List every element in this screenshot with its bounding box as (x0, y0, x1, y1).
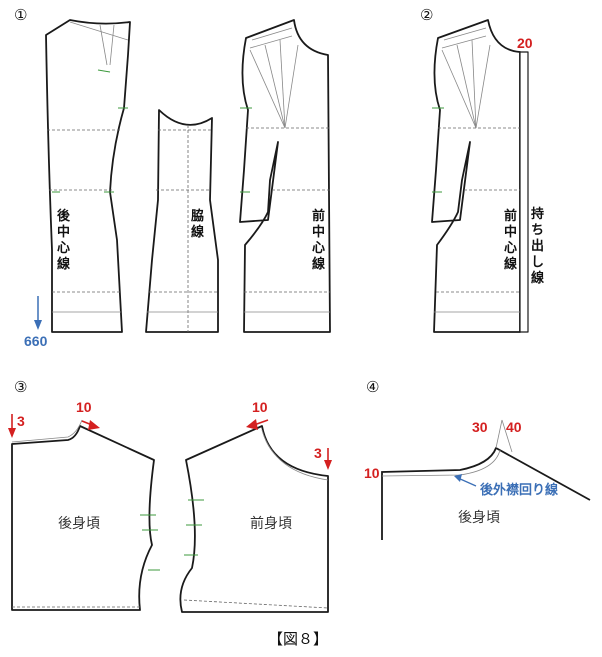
label-front-center-1-c1: 前 (312, 208, 325, 224)
panel-3-marker: ③ (14, 378, 27, 396)
label-back-center-1-c3: 心 (57, 241, 70, 256)
measure-660: 660 (24, 333, 48, 349)
label-side-1-c1: 脇 (191, 208, 204, 224)
label-extension-2: 持ち出し線 (531, 206, 545, 286)
label-side-1-c2: 線 (191, 224, 205, 240)
label-front-center-1-c2: 中 (312, 224, 325, 240)
collar-line-pointer (457, 477, 477, 487)
label-front-center-1-c3: 心 (312, 241, 325, 256)
label-front-body-3: 前身頃 (250, 515, 292, 532)
arrowhead-back-neck (88, 420, 100, 430)
measure-front-neck: 10 (252, 399, 268, 415)
label-front-center-1: 前中心線 (312, 208, 326, 272)
label-back-body-3: 後身頃 (58, 516, 100, 532)
measure-back-drop: 3 (17, 413, 25, 429)
arrowhead-front-neck (246, 419, 258, 430)
collar-line-pointer-head (454, 474, 462, 482)
label-back-center-1-c1: 後 (57, 208, 71, 224)
label-extension-2-c1: 持 (531, 206, 544, 222)
measure-back-neck: 10 (76, 399, 92, 415)
label-front-center-2-c2: 中 (504, 224, 517, 240)
side-piece: 脇線 (145, 109, 219, 333)
back-piece-1: 後中心線 (45, 19, 131, 333)
figure-caption: 【図８】 (268, 630, 328, 648)
measure-20: 20 (517, 35, 533, 51)
label-extension-2-c5: 線 (531, 270, 545, 286)
front-piece-2: 前中心線 持ち出し線 (431, 19, 545, 333)
label-back-center-1-c2: 中 (57, 224, 70, 240)
label-back-center-1-c4: 線 (57, 256, 71, 272)
front-piece-1: 前中心線 (239, 19, 331, 333)
arrowhead-front-drop (324, 460, 332, 470)
label-front-center-2-c3: 心 (504, 241, 517, 256)
label-collar-line: 後外襟回り線 (480, 482, 559, 498)
label-side-1: 脇線 (191, 208, 205, 240)
arrowhead-back-drop (8, 428, 16, 438)
measure-front-drop: 3 (314, 445, 322, 461)
panel-2-marker: ② (420, 6, 433, 24)
label-front-center-2-c4: 線 (504, 256, 518, 272)
measure-p4-b: 40 (506, 419, 522, 435)
label-extension-2-c3: 出 (531, 238, 544, 254)
label-back-body-4: 後身頃 (458, 510, 500, 526)
front-body-3: 前身頃 (179, 425, 329, 613)
label-front-center-2: 前中心線 (504, 208, 518, 272)
panel-1-marker: ① (14, 6, 27, 24)
measure-p4-a: 30 (472, 419, 488, 435)
label-front-center-1-c4: 線 (312, 256, 326, 272)
back-body-3: 後身頃 (11, 419, 160, 611)
label-extension-2-c4: し (531, 255, 544, 270)
measure-arrowhead-660 (34, 320, 42, 330)
label-extension-2-c2: ち (531, 223, 544, 238)
label-back-center-1: 後中心線 (57, 208, 71, 272)
panel-4-marker: ④ (366, 378, 379, 396)
label-front-center-2-c1: 前 (504, 208, 517, 224)
measure-p4-left: 10 (364, 465, 380, 481)
back-body-4: 後身頃 (381, 419, 591, 540)
